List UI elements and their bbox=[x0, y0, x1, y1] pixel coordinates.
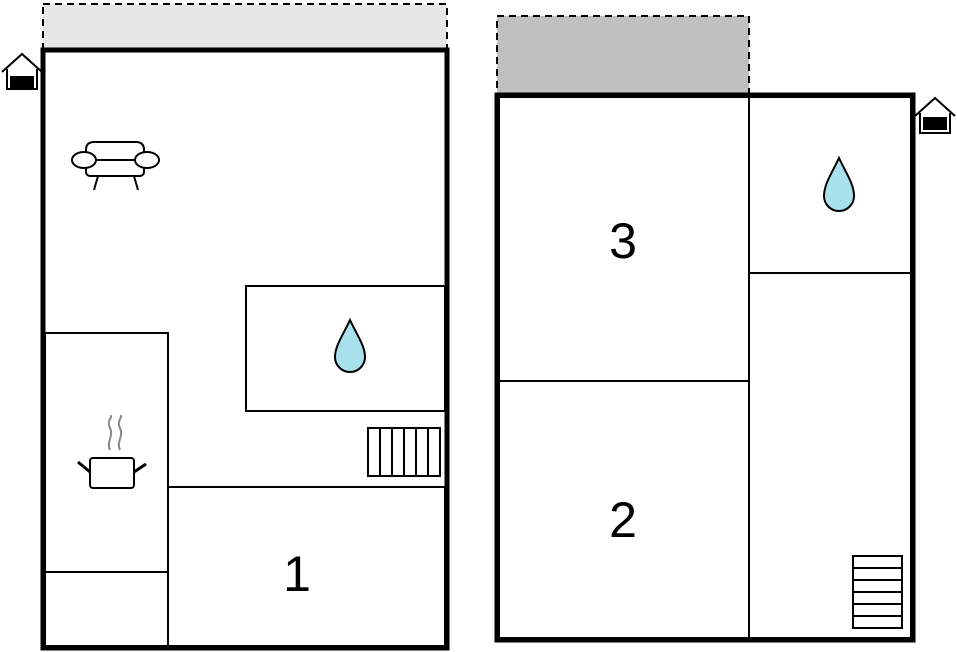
water-drop-icon bbox=[822, 155, 856, 212]
terrace-ground-floor bbox=[42, 3, 448, 50]
sofa-icon bbox=[71, 141, 160, 191]
cooking-pot-icon bbox=[77, 415, 147, 489]
outer-wall-upper-floor bbox=[494, 92, 916, 643]
stairs-icon bbox=[852, 555, 903, 629]
bathroom-room bbox=[245, 285, 446, 412]
stairs-icon bbox=[367, 427, 441, 477]
hallway-room bbox=[748, 272, 912, 639]
terrace-upper-floor bbox=[496, 15, 750, 95]
ground-floor: 1 bbox=[1, 3, 450, 651]
room-number-2: 2 bbox=[609, 492, 637, 548]
entrance-icon bbox=[1, 52, 43, 90]
bedroom-1-room bbox=[167, 486, 446, 647]
water-drop-icon bbox=[333, 317, 367, 373]
room-number-1: 1 bbox=[283, 546, 311, 602]
entrance-icon bbox=[914, 96, 956, 134]
upper-floor: 3 2 bbox=[494, 15, 956, 643]
room-number-3: 3 bbox=[609, 213, 637, 269]
